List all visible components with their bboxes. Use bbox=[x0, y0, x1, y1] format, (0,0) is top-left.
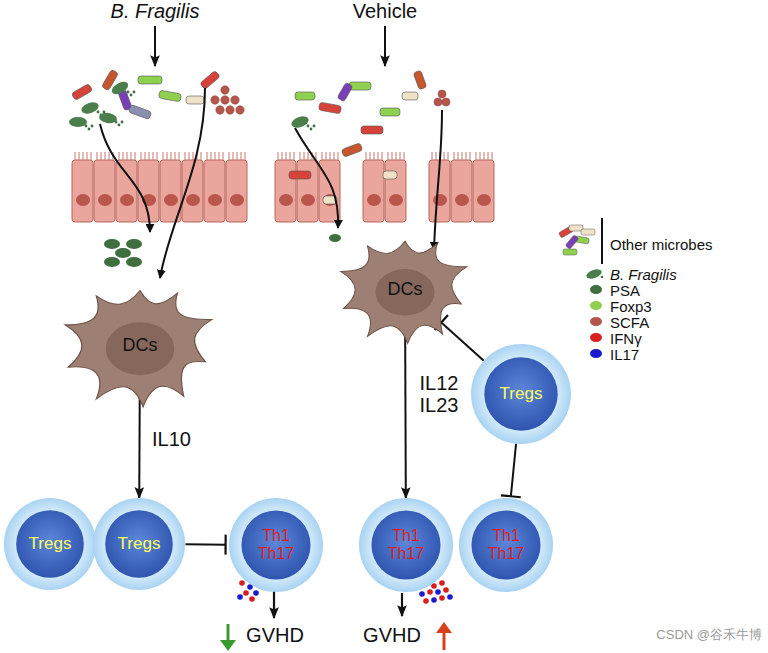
outcome-label: GVHD bbox=[246, 624, 304, 647]
legend-label: Foxp3 bbox=[610, 298, 652, 315]
th-cell: Th1 Th17 bbox=[228, 497, 324, 593]
legend-microbes-icon bbox=[560, 222, 604, 262]
cytokine-dot bbox=[443, 587, 449, 593]
cytokine-dot bbox=[237, 594, 243, 600]
cytokine-dot bbox=[249, 596, 255, 602]
th-cell: Th1 Th17 bbox=[358, 497, 454, 593]
dendritic-cell: DCs bbox=[62, 280, 218, 412]
legend-swatch bbox=[590, 301, 602, 310]
legend-swatch bbox=[590, 285, 602, 294]
node-label: Tregs bbox=[118, 535, 161, 554]
legend-label: SCFA bbox=[610, 314, 649, 331]
th-cell: Th1 Th17 bbox=[458, 497, 554, 593]
cytokine-dot bbox=[239, 580, 245, 586]
arrow-connector bbox=[138, 394, 141, 498]
legend-label: IFNγ bbox=[610, 330, 642, 347]
treatment-label: B. Fragilis bbox=[111, 0, 200, 23]
cytokine-dot bbox=[431, 597, 437, 603]
legend-swatch bbox=[590, 333, 602, 342]
treatment-label: Vehicle bbox=[353, 0, 418, 23]
legend-label: PSA bbox=[610, 282, 640, 299]
watermark: CSDN @谷禾牛博 bbox=[656, 626, 762, 644]
legend-swatch bbox=[590, 349, 602, 358]
arrow-line bbox=[401, 593, 403, 616]
legend-row: SCFA bbox=[560, 314, 649, 330]
cytokine-dot bbox=[435, 589, 441, 595]
inhibition-connector bbox=[441, 323, 483, 361]
legend-label: B. Fragilis bbox=[610, 266, 677, 283]
inhibition-connector bbox=[186, 543, 226, 545]
microbes bbox=[69, 69, 450, 267]
outcome-label: GVHD bbox=[363, 624, 421, 647]
increase-arrow bbox=[436, 622, 452, 633]
cytokine-dot bbox=[447, 594, 453, 600]
node-label: Th1 Th17 bbox=[379, 527, 433, 562]
legend-row: IFNγ bbox=[560, 330, 642, 346]
legend-row: PSA bbox=[560, 282, 640, 298]
legend-label: IL17 bbox=[610, 346, 639, 363]
translocation-arrow bbox=[295, 128, 338, 228]
node-label: DCs bbox=[388, 280, 423, 300]
legend-bacterium-icon bbox=[560, 266, 604, 282]
cytokine-label: IL10 bbox=[150, 428, 193, 450]
decrease-arrow bbox=[220, 640, 236, 651]
arrow-line bbox=[154, 26, 156, 66]
epithelium bbox=[275, 152, 494, 222]
cytokine-dot bbox=[427, 589, 433, 595]
cytokine-dot bbox=[253, 590, 259, 596]
cytokine-label: IL12 IL23 bbox=[414, 372, 464, 416]
translocation-arrow bbox=[100, 124, 150, 232]
node-label: Tregs bbox=[29, 535, 72, 554]
inhibition-connector bbox=[511, 444, 516, 497]
node-label: Tregs bbox=[500, 385, 543, 404]
node-label: DCs bbox=[123, 336, 158, 356]
cytokine-dot bbox=[439, 595, 445, 601]
legend-row: IL17 bbox=[560, 346, 639, 362]
treg-cell: Tregs bbox=[3, 497, 97, 591]
cytokine-dot bbox=[419, 591, 425, 597]
arrow-line bbox=[384, 26, 386, 66]
node-label: Th1 Th17 bbox=[479, 527, 533, 562]
node-label: Th1 Th17 bbox=[249, 527, 303, 562]
translocation-arrow bbox=[434, 110, 442, 250]
arrow-line bbox=[273, 590, 275, 618]
cytokine-dot bbox=[423, 598, 429, 604]
legend-label: Other microbes bbox=[610, 236, 713, 253]
treg-cell: Tregs bbox=[92, 497, 186, 591]
arrow-connector bbox=[404, 325, 407, 498]
legend-row: Foxp3 bbox=[560, 298, 652, 314]
legend-row: Other microbes bbox=[560, 236, 713, 252]
epithelium bbox=[72, 152, 247, 222]
legend-row: B. Fragilis bbox=[560, 266, 677, 282]
legend-swatch bbox=[590, 317, 602, 326]
dendritic-cell: DCs bbox=[338, 232, 472, 348]
cytokine-dot bbox=[243, 590, 249, 596]
translocation-arrow bbox=[160, 88, 205, 278]
treg-cell: Tregs bbox=[470, 343, 572, 445]
cytokine-dot bbox=[439, 580, 445, 586]
